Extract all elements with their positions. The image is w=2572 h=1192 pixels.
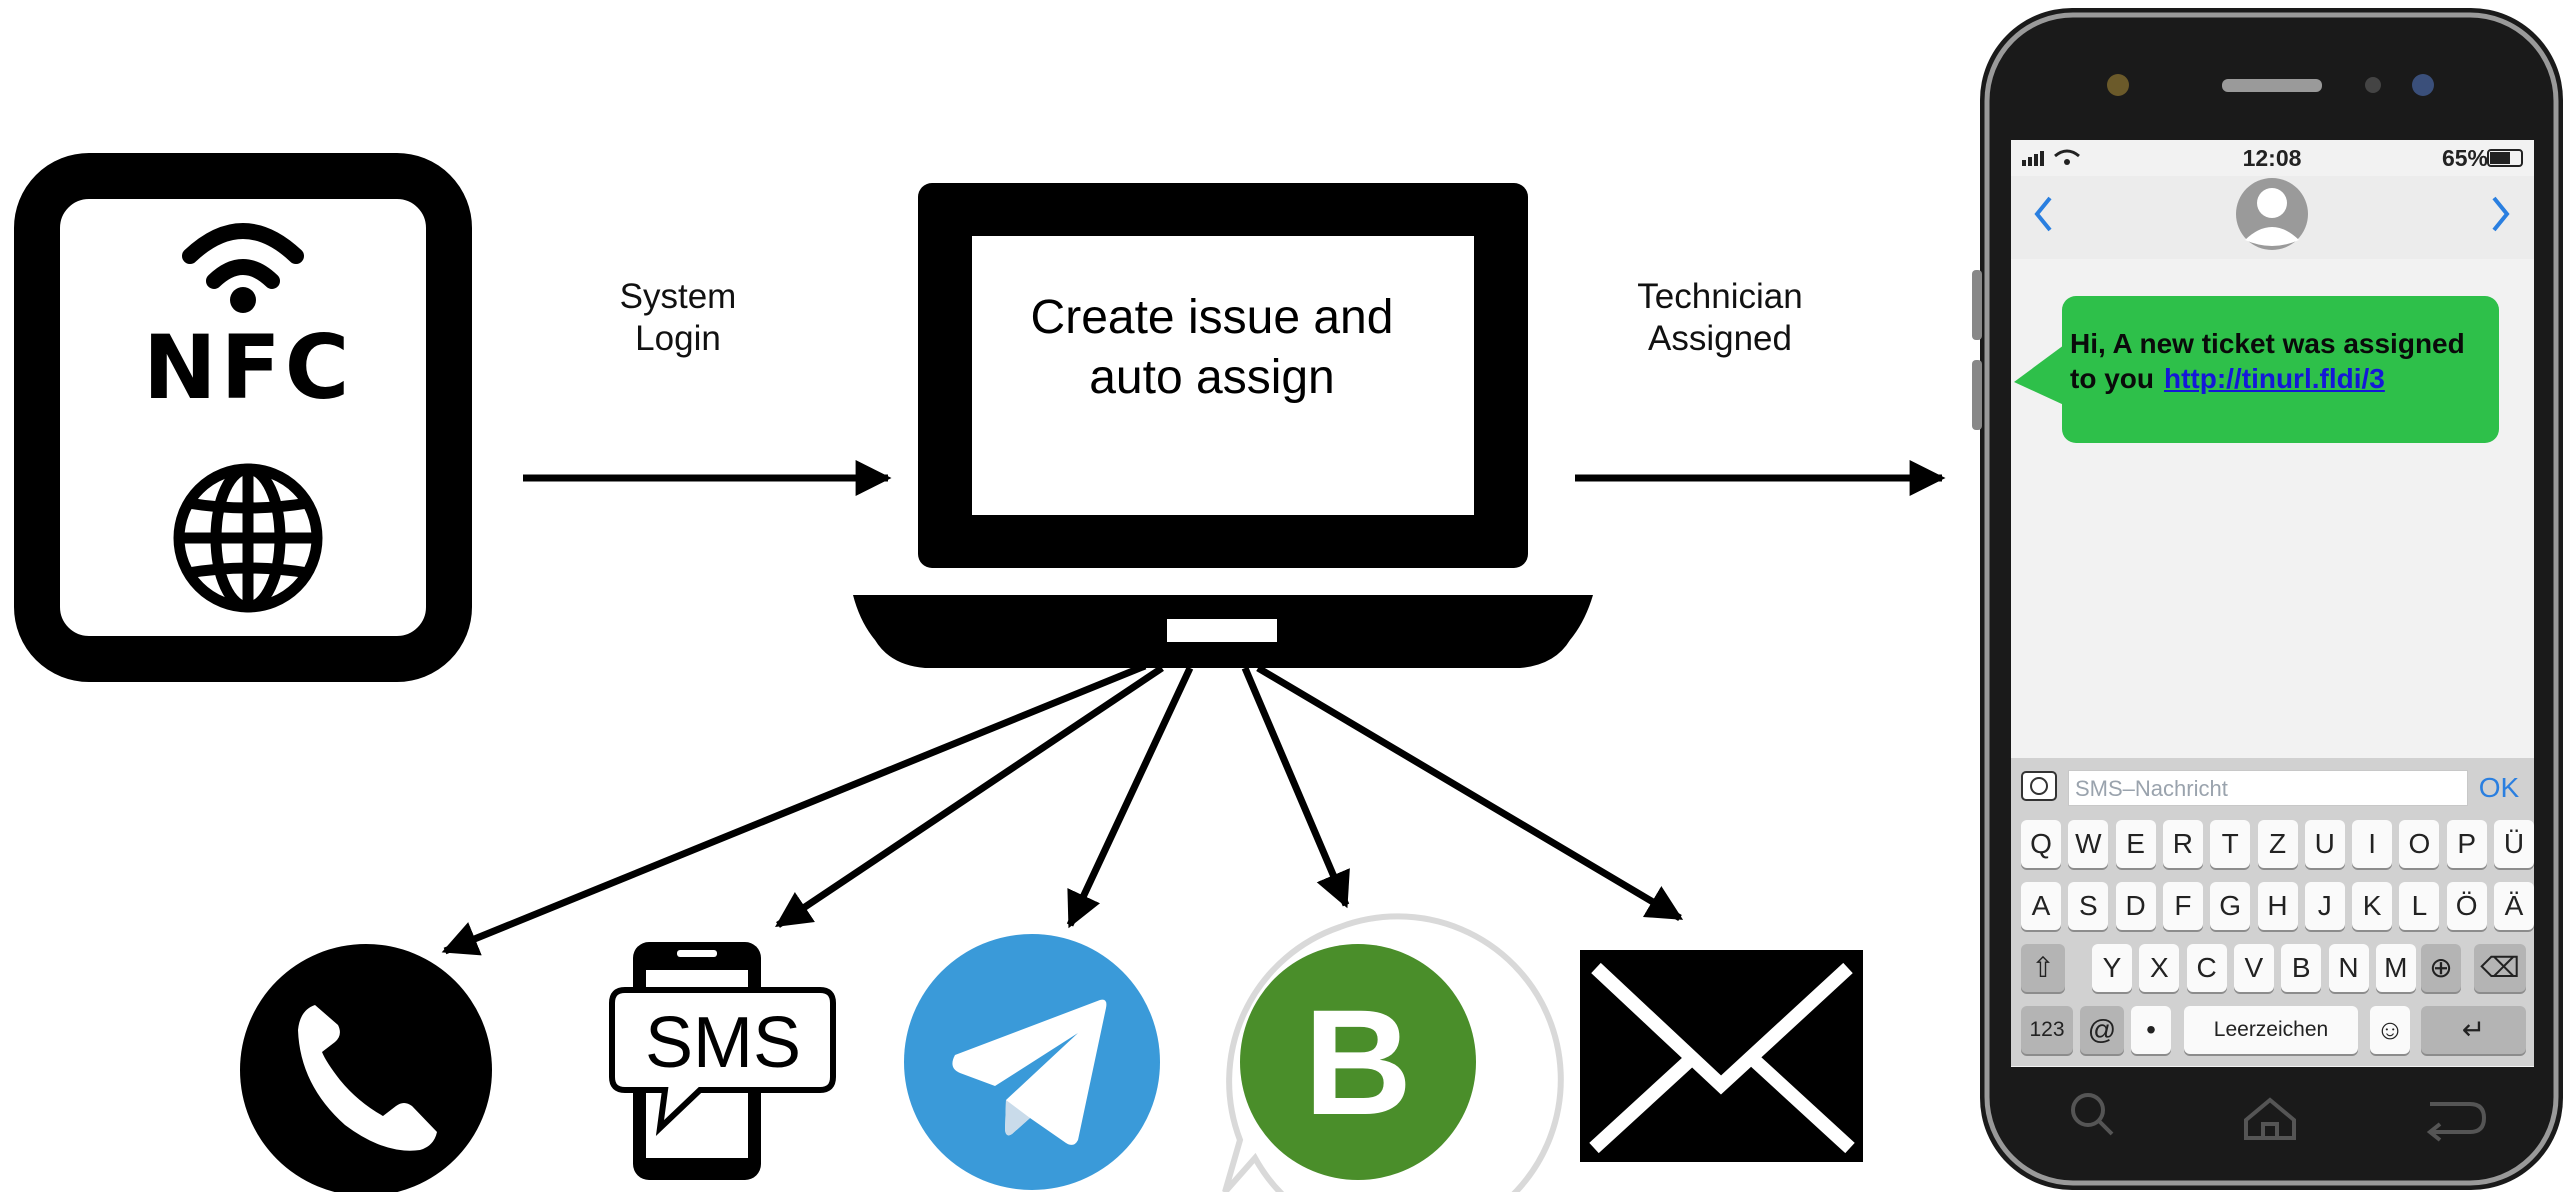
whatsapp-business-icon	[1222, 913, 1564, 1192]
sms-icon	[609, 942, 836, 1180]
numbers-key[interactable]: 123	[2021, 1006, 2073, 1054]
status-battery: 65%	[2441, 145, 2488, 171]
key-e[interactable]: E	[2115, 820, 2156, 868]
key-t[interactable]: T	[2210, 820, 2251, 868]
key-r[interactable]: R	[2162, 820, 2203, 868]
shift-key[interactable]: ⇧	[2021, 944, 2065, 992]
telegram-icon	[904, 934, 1160, 1190]
key-c[interactable]: C	[2186, 944, 2227, 992]
key-f[interactable]: F	[2162, 882, 2203, 930]
at-key[interactable]: @	[2080, 1006, 2124, 1054]
sms-message-bubble	[2014, 296, 2499, 443]
laptop-screen-text: Create issue and auto assign	[972, 288, 1452, 408]
system-login-label: System Login	[598, 276, 758, 360]
microphone-key-icon[interactable]: •	[2131, 1006, 2171, 1054]
key-w[interactable]: W	[2068, 820, 2109, 868]
search-nav-icon	[2071, 1093, 2114, 1136]
key-n[interactable]: N	[2328, 944, 2369, 992]
contact-avatar-icon	[2236, 178, 2308, 250]
back-nav-icon	[2426, 1102, 2487, 1142]
sms-input[interactable]: SMS–Nachricht	[2068, 770, 2468, 806]
key-z[interactable]: Z	[2257, 820, 2298, 868]
backspace-key-icon[interactable]: ⌫	[2474, 944, 2526, 992]
screen-line2: auto assign	[1089, 351, 1335, 404]
key-g[interactable]: G	[2210, 882, 2251, 930]
message-link[interactable]: http://tinurl.fldi/3	[2164, 363, 2385, 394]
emoji-key-icon[interactable]: ☺	[2370, 1006, 2410, 1054]
system-login-line1: System	[619, 277, 737, 316]
key-l[interactable]: L	[2399, 882, 2440, 930]
key-h[interactable]: H	[2257, 882, 2298, 930]
whatsapp-business-letter: B	[1303, 978, 1413, 1146]
laptop	[853, 183, 1593, 668]
space-key[interactable]: Leerzeichen	[2184, 1006, 2358, 1054]
nfc-device	[14, 153, 472, 682]
mail-icon	[1580, 950, 1863, 1162]
key-o[interactable]: O	[2399, 820, 2440, 868]
globe-key-icon[interactable]: ⊕	[2421, 944, 2461, 992]
key-s[interactable]: S	[2068, 882, 2109, 930]
key-ö[interactable]: Ö	[2446, 882, 2487, 930]
system-login-line2: Login	[635, 319, 721, 358]
key-ü[interactable]: Ü	[2494, 820, 2534, 868]
key-m[interactable]: M	[2375, 944, 2416, 992]
key-k[interactable]: K	[2352, 882, 2393, 930]
message-body: Hi, A new ticket was assigned to you	[2070, 328, 2465, 394]
key-j[interactable]: J	[2304, 882, 2345, 930]
camera-icon	[2021, 771, 2057, 801]
wifi-icon	[182, 223, 304, 289]
key-u[interactable]: U	[2304, 820, 2345, 868]
home-nav-icon	[2244, 1097, 2296, 1140]
key-a[interactable]: A	[2021, 882, 2061, 930]
ok-button[interactable]: OK	[2478, 772, 2520, 803]
key-y[interactable]: Y	[2092, 944, 2132, 992]
key-i[interactable]: I	[2352, 820, 2393, 868]
globe-icon	[173, 463, 323, 613]
status-time: 12:08	[2242, 145, 2302, 171]
phone-icon	[240, 944, 492, 1192]
technician-line2: Assigned	[1648, 319, 1792, 358]
sms-icon-text: SMS	[644, 1003, 802, 1083]
return-key-icon[interactable]: ↵	[2421, 1006, 2526, 1054]
technician-assigned-label: Technician Assigned	[1600, 276, 1840, 360]
key-ä[interactable]: Ä	[2494, 882, 2534, 930]
nfc-label: NFC	[143, 316, 354, 419]
technician-line1: Technician	[1637, 277, 1803, 316]
key-b[interactable]: B	[2281, 944, 2322, 992]
forward-chevron-icon	[2492, 196, 2510, 232]
screen-line1: Create issue and	[1030, 291, 1394, 344]
key-d[interactable]: D	[2115, 882, 2156, 930]
back-chevron-icon	[2034, 196, 2052, 232]
key-x[interactable]: X	[2139, 944, 2180, 992]
status-bar-icons	[2022, 149, 2523, 167]
key-q[interactable]: Q	[2021, 820, 2061, 868]
distribution-arrows	[441, 662, 1684, 956]
key-v[interactable]: V	[2233, 944, 2274, 992]
key-p[interactable]: P	[2446, 820, 2487, 868]
